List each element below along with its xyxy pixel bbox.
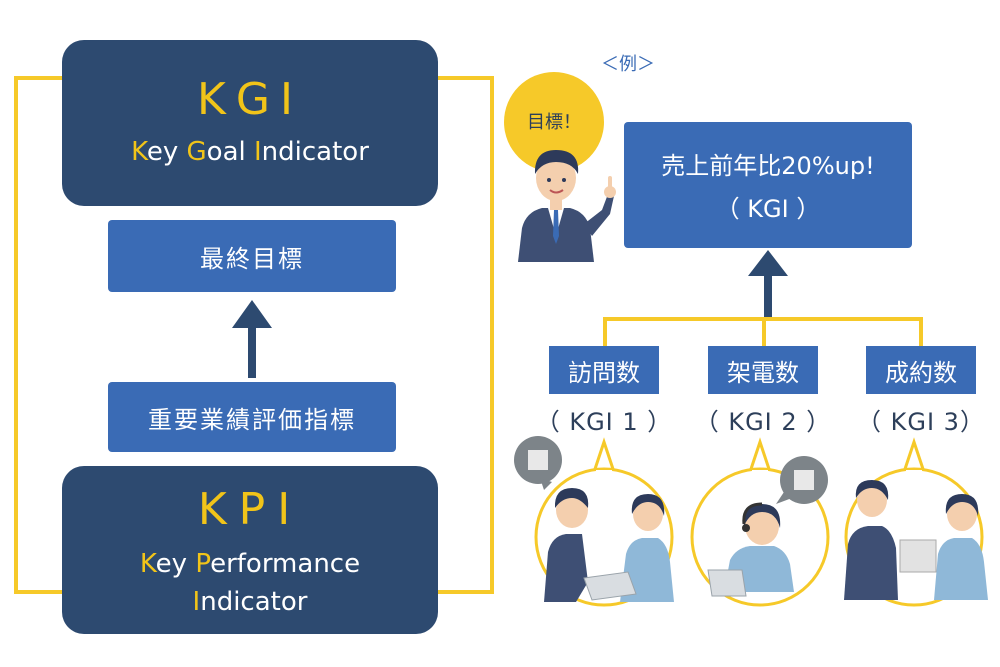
left-frame-right-line [490, 76, 494, 594]
example-label: ＜例＞ [601, 54, 655, 75]
kgi-word-initial: G [186, 137, 207, 167]
kpi-word-rest: ndicator [200, 587, 308, 617]
kpi-fullname-line1: Key Performance [62, 548, 438, 580]
kgi-word-initial: K [131, 137, 147, 167]
sub-goal-label: （ KGI 3） [857, 408, 985, 436]
connector-right [919, 317, 923, 347]
sub-goal-label: （ KGI 2 ） [694, 408, 832, 436]
kpi-fullname-line2: Indicator [62, 586, 438, 618]
left-frame-bottom-right-line [434, 590, 494, 594]
sub-goal-box: 架電数 [708, 346, 818, 394]
kgi-word-rest: ndicator [261, 137, 369, 167]
sub-goal-name: 訪問数 [568, 358, 640, 387]
kpi-box: KPI Key Performance Indicator [62, 466, 438, 634]
connector-center [762, 317, 766, 347]
kgi-word-rest: oal [206, 137, 254, 167]
sub-goal-box: 訪問数 [549, 346, 659, 394]
businessman-illustration [518, 150, 616, 262]
sub-goal-name: 成約数 [885, 358, 957, 387]
phone-scene-illustration [690, 437, 830, 607]
example-goal-line2: （ KGI ） [715, 195, 821, 223]
left-frame-left-line [14, 76, 18, 594]
sub-goal-box: 成約数 [866, 346, 976, 394]
kpi-word-rest: erformance [210, 549, 361, 579]
example-goal-line1: 売上前年比20%up! [661, 152, 875, 180]
example-goal-box: 売上前年比20%up! （ KGI ） [624, 122, 912, 248]
speech-bubble-text: 目標！ [527, 112, 581, 133]
sub-goal-name: 架電数 [727, 358, 799, 387]
visit-scene-illustration [514, 436, 674, 607]
kpi-word-initial: K [139, 549, 156, 579]
connector-left [603, 317, 607, 347]
final-goal-label: 最終目標 [200, 244, 304, 273]
left-frame-bottom-left-line [14, 590, 66, 594]
sub-goal-label: （ KGI 1 ） [535, 408, 673, 436]
left-frame-top-right-line [434, 76, 494, 80]
left-frame-top-left-line [14, 76, 66, 80]
kpi-word-initial: P [195, 549, 211, 579]
kgi-acronym: KGI [197, 74, 303, 125]
kgi-fullname: Key Goal Indicator [62, 136, 438, 168]
right-up-arrow [748, 250, 788, 320]
kpi-jp-box: 重要業績評価指標 [108, 382, 396, 452]
kpi-acronym: KPI [197, 484, 303, 535]
kpi-word-initial: I [192, 587, 201, 617]
kpi-word-rest: ey [155, 549, 196, 579]
kgi-word-rest: ey [146, 137, 187, 167]
kgi-box: KGI Key Goal Indicator [62, 40, 438, 206]
left-up-arrow [232, 300, 272, 378]
kgi-word-initial: I [254, 137, 262, 167]
contract-scene-illustration [844, 437, 988, 607]
final-goal-box: 最終目標 [108, 220, 396, 292]
kpi-jp-label: 重要業績評価指標 [148, 405, 356, 434]
